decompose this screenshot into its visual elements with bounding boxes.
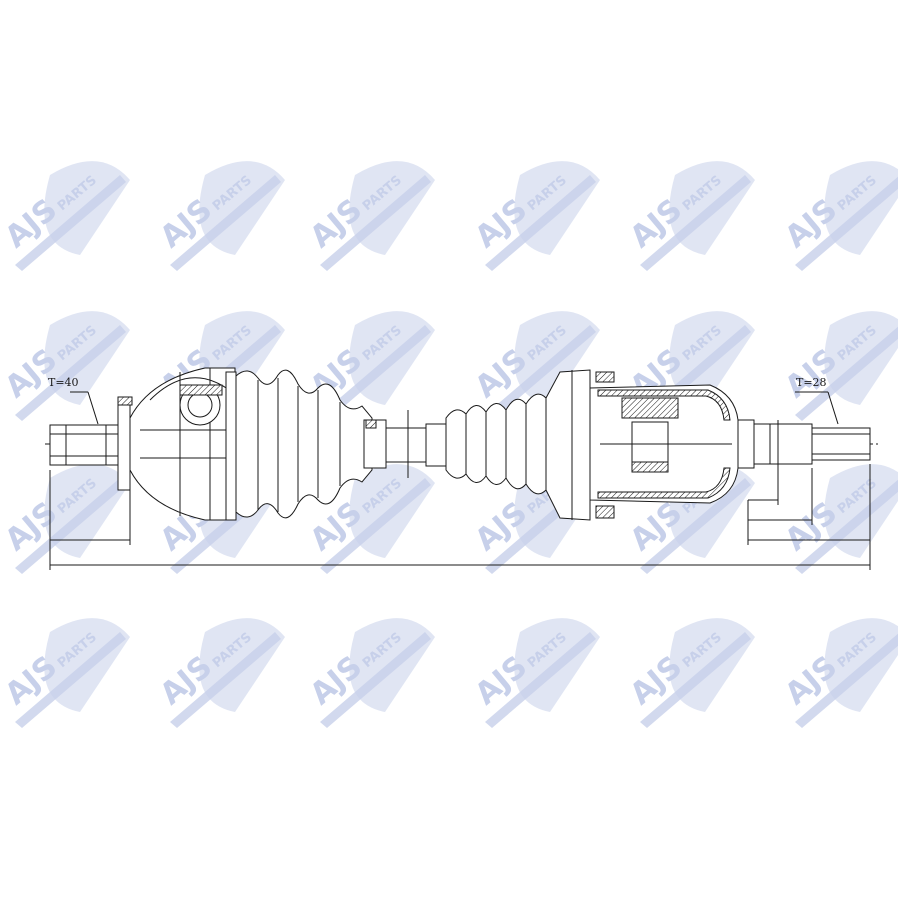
left-spline-stub (49, 396, 133, 491)
right-spline-stub (737, 419, 871, 469)
right-teeth-label: T=28 (796, 376, 827, 389)
outer-boot (235, 369, 387, 519)
dimension-lines (49, 391, 871, 570)
inner-boot (445, 369, 615, 521)
left-teeth-label: T=40 (48, 376, 79, 389)
outer-cv-joint (129, 367, 237, 521)
drive-shaft: T=40 T=28 (45, 367, 880, 570)
inner-tripod-joint (589, 384, 739, 504)
shaft-bar (385, 410, 447, 478)
